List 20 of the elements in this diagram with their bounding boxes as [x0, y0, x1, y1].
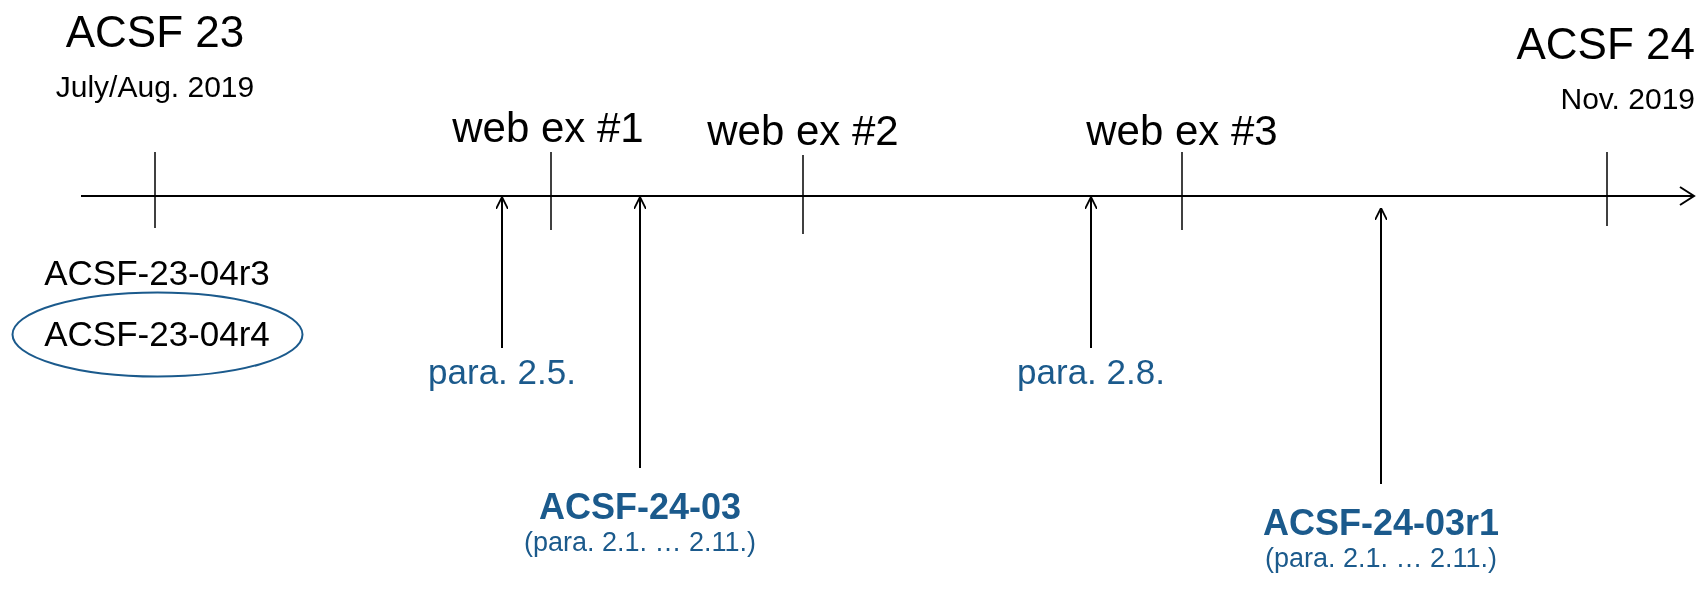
paragraph-reference: para. 2.5.	[428, 351, 576, 393]
document-label: ACSF-24-03r1	[1262, 501, 1500, 544]
arrow	[495, 196, 509, 349]
event-label: web ex #2	[707, 108, 899, 155]
meeting-label: ACSF 23	[65, 8, 245, 57]
meeting-label: ACSF 24	[1516, 20, 1695, 69]
paragraph-range: (para. 2.1. … 2.11.)	[523, 527, 757, 559]
ellipse-highlight	[10, 291, 304, 378]
paragraph-reference: para. 2.8.	[1017, 351, 1165, 393]
arrow	[633, 196, 647, 469]
document-label: ACSF-23-04r4	[44, 314, 270, 355]
arrow	[1374, 207, 1388, 485]
date-label: Nov. 2019	[1560, 82, 1695, 115]
document-label: ACSF-23-04r3	[44, 254, 270, 293]
date-label: July/Aug. 2019	[55, 70, 255, 103]
event-label: web ex #1	[452, 105, 644, 152]
event-label: web ex #3	[1086, 108, 1278, 155]
document-label: ACSF-24-03	[538, 485, 742, 528]
arrow	[1084, 196, 1098, 349]
paragraph-range: (para. 2.1. … 2.11.)	[1264, 543, 1498, 575]
